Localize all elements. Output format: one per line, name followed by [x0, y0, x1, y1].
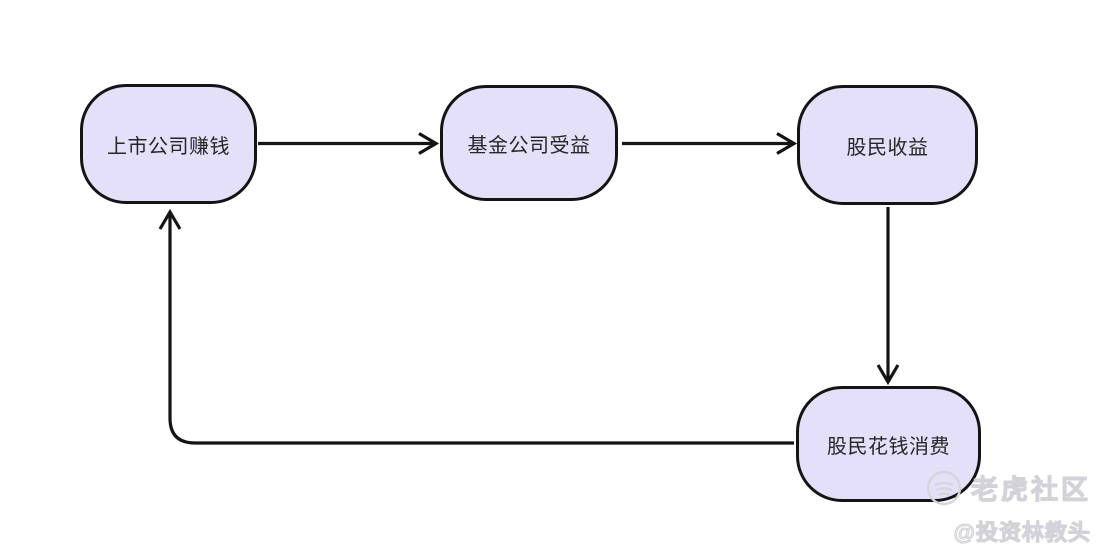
node-label: 基金公司受益 [467, 134, 591, 157]
node-label: 股民花钱消费 [827, 435, 950, 458]
watermark-author: @投资林教头 [953, 520, 1091, 546]
edge-4-arrowhead [158, 208, 182, 230]
edge-2-arrowhead [776, 132, 798, 155]
watermark-brand: 老虎社区 [971, 475, 1091, 506]
node-shareholder-spends: 股民花钱消费 [796, 386, 981, 502]
node-listed-company-earns: 上市公司赚钱 [80, 84, 257, 204]
node-shareholder-returns: 股民收益 [797, 85, 978, 205]
edge-3-arrowhead [876, 364, 900, 386]
edge-1-arrowhead [418, 132, 440, 155]
edge-4-line [168, 214, 794, 445]
node-fund-company-benefits: 基金公司受益 [440, 85, 618, 201]
node-label: 股民收益 [846, 136, 929, 159]
node-label: 上市公司赚钱 [107, 135, 230, 158]
